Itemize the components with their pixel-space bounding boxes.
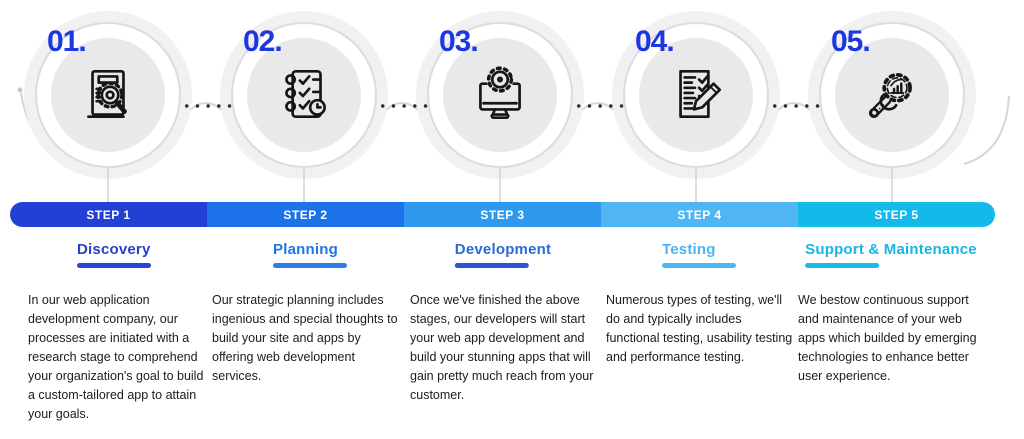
title-underline — [805, 263, 880, 268]
step-icon-circle — [427, 22, 573, 168]
step-title-text: Discovery — [77, 241, 151, 258]
step-description: We bestow continuous support and mainten… — [798, 293, 977, 383]
step-title: Support & Maintenance — [805, 241, 977, 268]
step-banner-label: STEP 1 — [86, 207, 131, 222]
title-underline — [273, 263, 347, 268]
step-number: 05. — [831, 25, 871, 58]
step-icon-circle — [35, 22, 181, 168]
step-number: 02. — [243, 25, 283, 58]
step-title-text: Development — [454, 241, 552, 258]
title-underline — [77, 263, 151, 268]
step-description: Numerous types of testing, we'll do and … — [606, 293, 793, 364]
step-banner-label: STEP 4 — [677, 207, 722, 222]
step-number: 04. — [635, 25, 675, 58]
title-underline — [662, 263, 736, 268]
step-description: Our strategic planning includes ingeniou… — [212, 293, 398, 383]
wrench-gear-analytics-icon — [868, 73, 912, 119]
step-title: Planning — [273, 241, 347, 268]
step-title: Development — [454, 241, 552, 268]
step-icon-circle — [231, 22, 377, 168]
step-number: 03. — [439, 25, 479, 58]
checklist-clock-icon — [285, 69, 326, 118]
step-title-text: Support & Maintenance — [805, 241, 977, 258]
step-number: 01. — [47, 25, 87, 58]
document-research-magnifier-gear-icon — [87, 69, 127, 118]
monitor-gear-icon — [479, 66, 521, 120]
step-title: Testing — [662, 241, 736, 268]
step-banner-ribbon: STEP 1 STEP 2 STEP 3 STEP 4 STEP 5 — [10, 202, 995, 227]
step-banner-segment: STEP 3 — [404, 202, 601, 227]
step-title-text: Testing — [662, 241, 716, 258]
step-banner-label: STEP 5 — [874, 207, 919, 222]
step-banner-label: STEP 3 — [480, 207, 525, 222]
step-title: Discovery — [77, 241, 151, 268]
step-banner-segment: STEP 1 — [10, 202, 207, 227]
step-description: Once we've finished the above stages, ou… — [410, 293, 594, 402]
step-description: In our web application development compa… — [28, 293, 204, 421]
step-title-text: Planning — [273, 241, 338, 258]
test-sheet-pencil-icon — [679, 69, 722, 118]
step-icon-circle — [819, 22, 965, 168]
title-underline — [454, 263, 529, 268]
step-banner-segment: STEP 5 — [798, 202, 995, 227]
step-banner-segment: STEP 4 — [601, 202, 798, 227]
step-banner-segment: STEP 2 — [207, 202, 404, 227]
step-banner-label: STEP 2 — [283, 207, 328, 222]
step-icon-circle — [623, 22, 769, 168]
